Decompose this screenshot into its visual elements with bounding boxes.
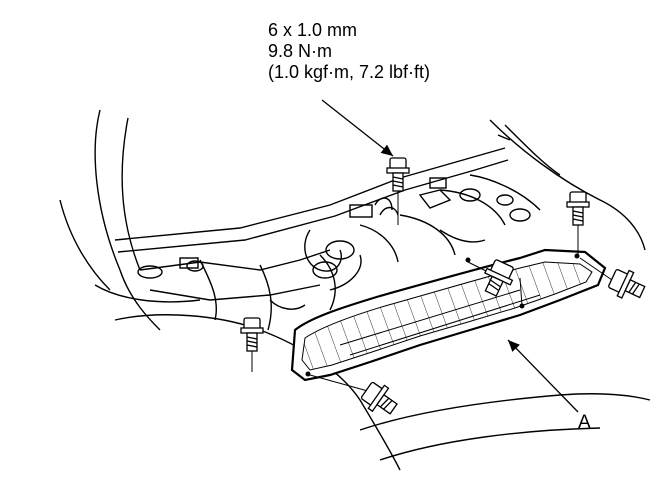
callout-a-label: A [578,412,591,433]
install-lines [251,190,613,394]
bolt-right-upper [566,191,590,226]
bolt-top-center [386,157,410,192]
bolt-left [240,317,264,352]
bolt-bottom-angled [360,381,398,415]
splash-shield-a [290,248,607,382]
spec-leader-arrow [321,99,394,157]
bolt-size-text: 6 x 1.0 mm [268,20,358,40]
torque-nm-text: 9.8 N·m [268,41,333,61]
torque-alt-text: (1.0 kgf·m, 7.2 lbf·ft) [268,62,431,82]
vehicle-body-outline [59,109,651,471]
bolt-right-angled [608,269,646,299]
bolt-center-angled [484,259,514,297]
torque-spec-label: 6 x 1.0 mm 9.8 N·m (1.0 kgf·m, 7.2 lbf·f… [268,20,430,83]
callout-a-leader-arrow [507,339,579,413]
